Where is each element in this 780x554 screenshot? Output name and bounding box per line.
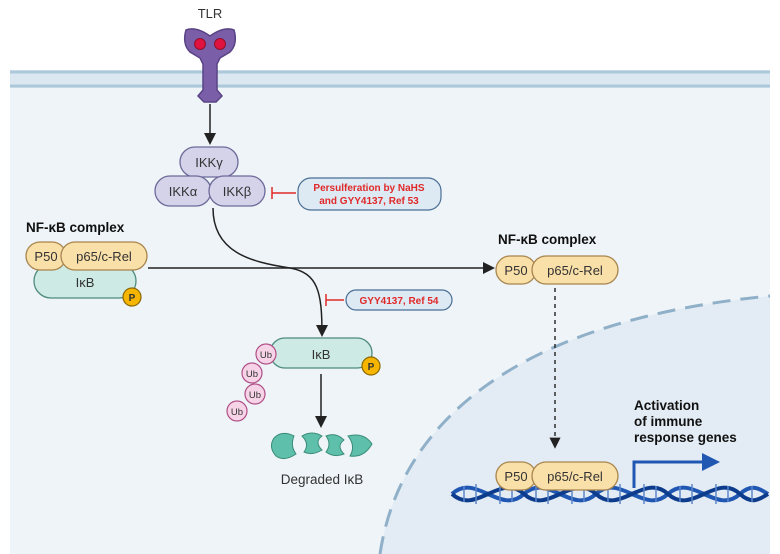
ikb-center-label: IκB [312, 347, 331, 362]
phospho-left [122, 287, 142, 307]
p65-left [60, 241, 148, 271]
cell-membrane [10, 70, 770, 88]
p65-left-label: p65/c-Rel [76, 249, 132, 264]
ub-2-label: Ub [246, 369, 258, 380]
ub-2 [241, 362, 263, 384]
tlr-receptor: TLR [183, 6, 237, 103]
activation-text: Activation of immune response genes [634, 398, 737, 445]
degraded-ikb-label: Degraded IκB [281, 472, 364, 487]
transcription-arrow [632, 453, 720, 488]
ub-1 [255, 343, 277, 365]
nuclear-envelope [378, 294, 771, 554]
p50-nucleus-label: P50 [504, 469, 527, 484]
ubiquitinated-ikb: IκB P Ub Ub Ub Ub [226, 337, 381, 422]
p50-right-label: P50 [504, 263, 527, 278]
ikk-gamma [179, 146, 239, 178]
ub-1-label: Ub [260, 350, 272, 361]
phospho-center-label: P [368, 362, 375, 373]
activation-line2: of immune [634, 414, 703, 429]
ikk-beta [208, 175, 266, 207]
ikk-alpha-label: IKKα [169, 184, 198, 199]
p50-left-label: P50 [34, 249, 57, 264]
nfkb-right-title: NF-κB complex [498, 232, 597, 247]
ub-3-label: Ub [249, 390, 261, 401]
p65-nucleus [531, 461, 619, 491]
p65-nucleus-label: p65/c-Rel [547, 469, 603, 484]
degraded-ikb: Degraded IκB [270, 432, 373, 487]
inhibitor-persulfidation: Persulferation by NaHS and GYY4137, Ref … [271, 177, 442, 211]
activation-line3: response genes [634, 430, 737, 445]
ub-4-label: Ub [231, 407, 243, 418]
ikb-left-label: IκB [76, 275, 95, 290]
ikk-beta-label: IKKβ [223, 184, 251, 199]
phospho-center [361, 356, 381, 376]
tlr-label: TLR [198, 6, 223, 21]
inhibitor1-line2: and GYY4137, Ref 53 [319, 196, 419, 207]
nfkb-left-title: NF-κB complex [26, 220, 125, 235]
nfkb-complex-right: NF-κB complex P50 p65/c-Rel [495, 232, 619, 285]
nfkb-complex-nucleus: P50 p65/c-Rel [495, 461, 619, 491]
nfkb-complex-left: NF-κB complex IκB P50 p65/c-Rel P [25, 220, 148, 307]
activation-line1: Activation [634, 398, 699, 413]
arrow-ikb-phosphorylation [212, 207, 328, 337]
p65-right [531, 255, 619, 285]
inhibitor-gyy4137: GYY4137, Ref 54 [325, 289, 453, 311]
ikk-gamma-label: IKKγ [195, 155, 223, 170]
phospho-left-label: P [129, 293, 136, 304]
inhibitor2-label: GYY4137, Ref 54 [360, 296, 439, 307]
inhibitor1-line1: Persulferation by NaHS [313, 183, 424, 194]
ub-4 [226, 400, 248, 422]
p65-right-label: p65/c-Rel [547, 263, 603, 278]
ikk-complex: IKKγ IKKα IKKβ [154, 146, 266, 207]
ub-3 [244, 383, 266, 405]
